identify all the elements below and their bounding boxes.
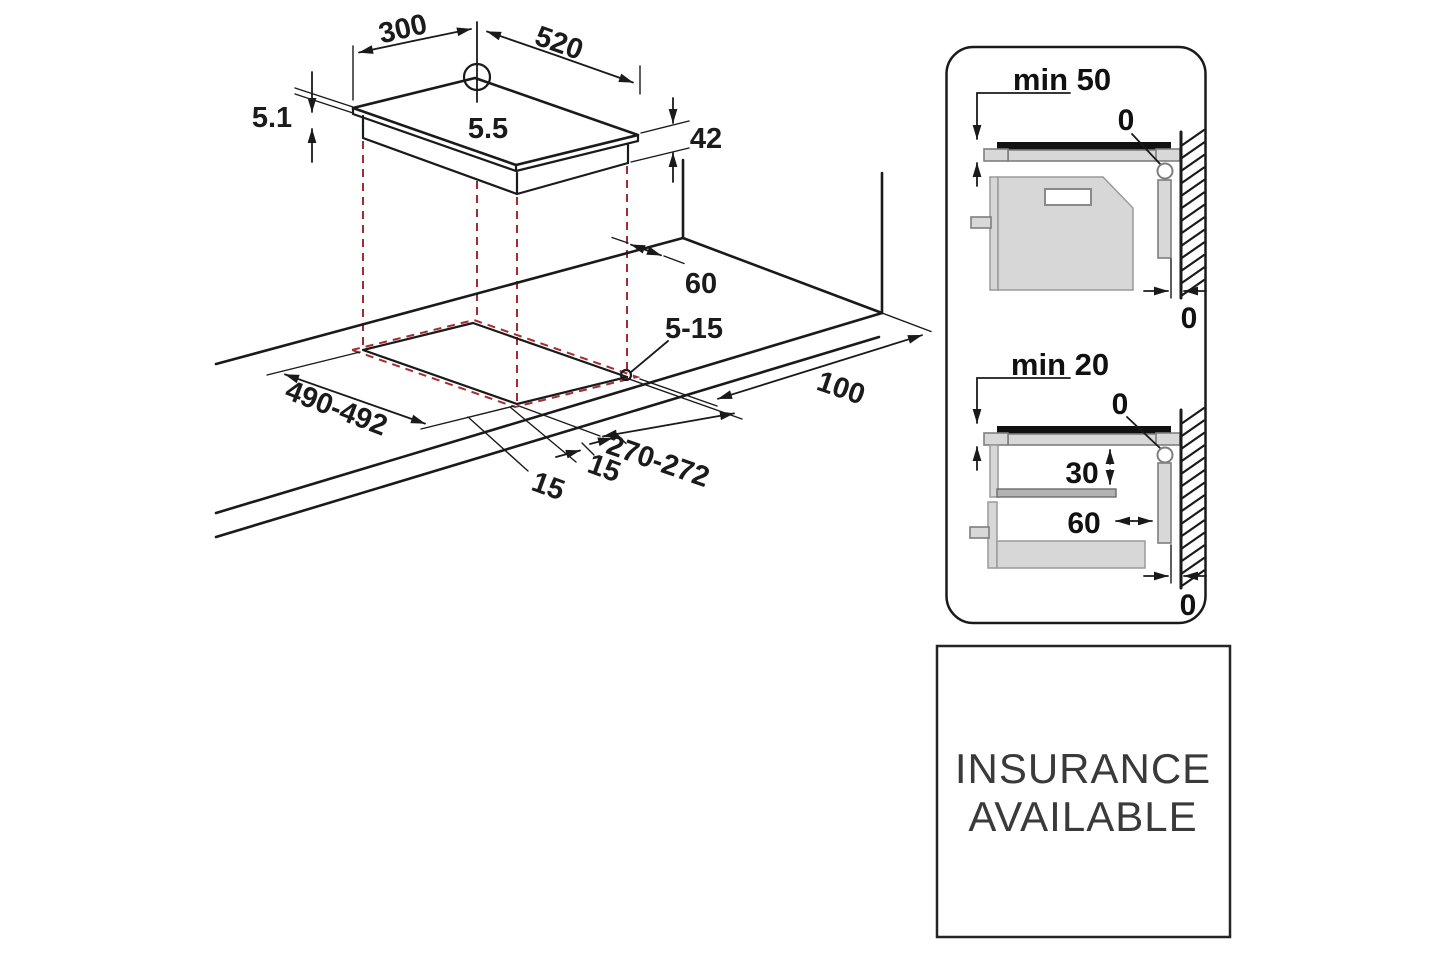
cabinet-tab (970, 216, 992, 229)
zero-gap-bottom-label: 0 (1181, 302, 1198, 335)
hob-body-drawing (351, 21, 640, 196)
hob-edge-circle (1156, 162, 1174, 180)
hob-under-body (361, 114, 630, 196)
zero-gap-bottom-label: 0 (1180, 589, 1197, 622)
zero-gap-top-label: 0 (1112, 388, 1129, 421)
dim-label-270-272: 270-272 (602, 429, 713, 494)
zero-gap-top-label: 0 (1118, 104, 1135, 137)
insurance-badge: INSURANCE AVAILABLE (935, 644, 1232, 939)
adjacent-panel-bar (1157, 179, 1172, 259)
countertop-back-edge (214, 236, 685, 366)
countertop-front-edge (214, 311, 884, 515)
insurance-line1: INSURANCE (955, 745, 1211, 792)
hob-fixing-circle (462, 62, 492, 92)
dimension-lines (266, 27, 932, 472)
oven-clearance-diagram: min 50 0 0 (970, 62, 1207, 335)
min-20-label: min 20 (1011, 347, 1109, 382)
hob-footprint-dashed-outline (348, 318, 641, 409)
hob-edge-circle (1156, 446, 1174, 464)
worktop-left-end (983, 148, 1009, 162)
adjacent-panel-bar (1157, 462, 1172, 544)
oven-body (997, 176, 1134, 291)
dim-label-5.1: 5.1 (252, 102, 292, 134)
hob-glass-edge (351, 106, 640, 173)
drawer-clearance-diagram: min 20 0 30 60 (969, 347, 1207, 622)
gap-60-label: 60 (1067, 507, 1100, 540)
dim-label-42: 42 (690, 123, 722, 155)
worktop-section (1007, 433, 1158, 446)
insurance-box-border (935, 644, 1232, 939)
hob-glass-section (997, 426, 1171, 434)
clearance-panel: min 50 0 0 min 20 (945, 45, 1207, 625)
min-50-label: min 50 (1013, 62, 1111, 97)
countertop-outline (214, 158, 884, 539)
oven-vent (1044, 188, 1092, 206)
cabinet-side-panel (989, 444, 999, 498)
shelf-board (996, 488, 1117, 498)
cabinet-tab (969, 526, 990, 539)
worktop-right-end (1155, 432, 1181, 446)
isometric-hob-diagram: 300 520 5.1 5.5 42 60 5-15 490-492 15 15… (214, 8, 932, 539)
shelf-distance-30-label: 30 (1065, 457, 1098, 490)
dim-label-60: 60 (685, 268, 717, 300)
dim-label-5-15: 5-15 (665, 313, 723, 345)
wall-hatching (1179, 406, 1206, 588)
countertop-right-back-edge (681, 236, 884, 315)
dim-label-300: 300 (376, 8, 430, 50)
projection-dashed-lines (348, 141, 641, 409)
fixing-screw-circle (619, 368, 633, 382)
insurance-line2: AVAILABLE (968, 793, 1197, 840)
worktop-left-end (983, 432, 1009, 446)
countertop-thickness-edge (214, 335, 881, 539)
worktop-right-end (1155, 148, 1181, 162)
worktop-cutout-outline (361, 321, 629, 406)
hob-glass-section (997, 142, 1171, 150)
cabinet-side-panel (989, 176, 999, 291)
dim-label-5.5: 5.5 (468, 113, 508, 145)
wall-hatching (1179, 128, 1206, 298)
drawer-front (996, 540, 1146, 569)
dim-label-15-left: 15 (527, 466, 568, 507)
dim-label-520: 520 (531, 20, 587, 66)
worktop-section (1007, 149, 1158, 162)
dim-label-100: 100 (813, 365, 869, 411)
dim-label-490-492: 490-492 (281, 375, 392, 443)
